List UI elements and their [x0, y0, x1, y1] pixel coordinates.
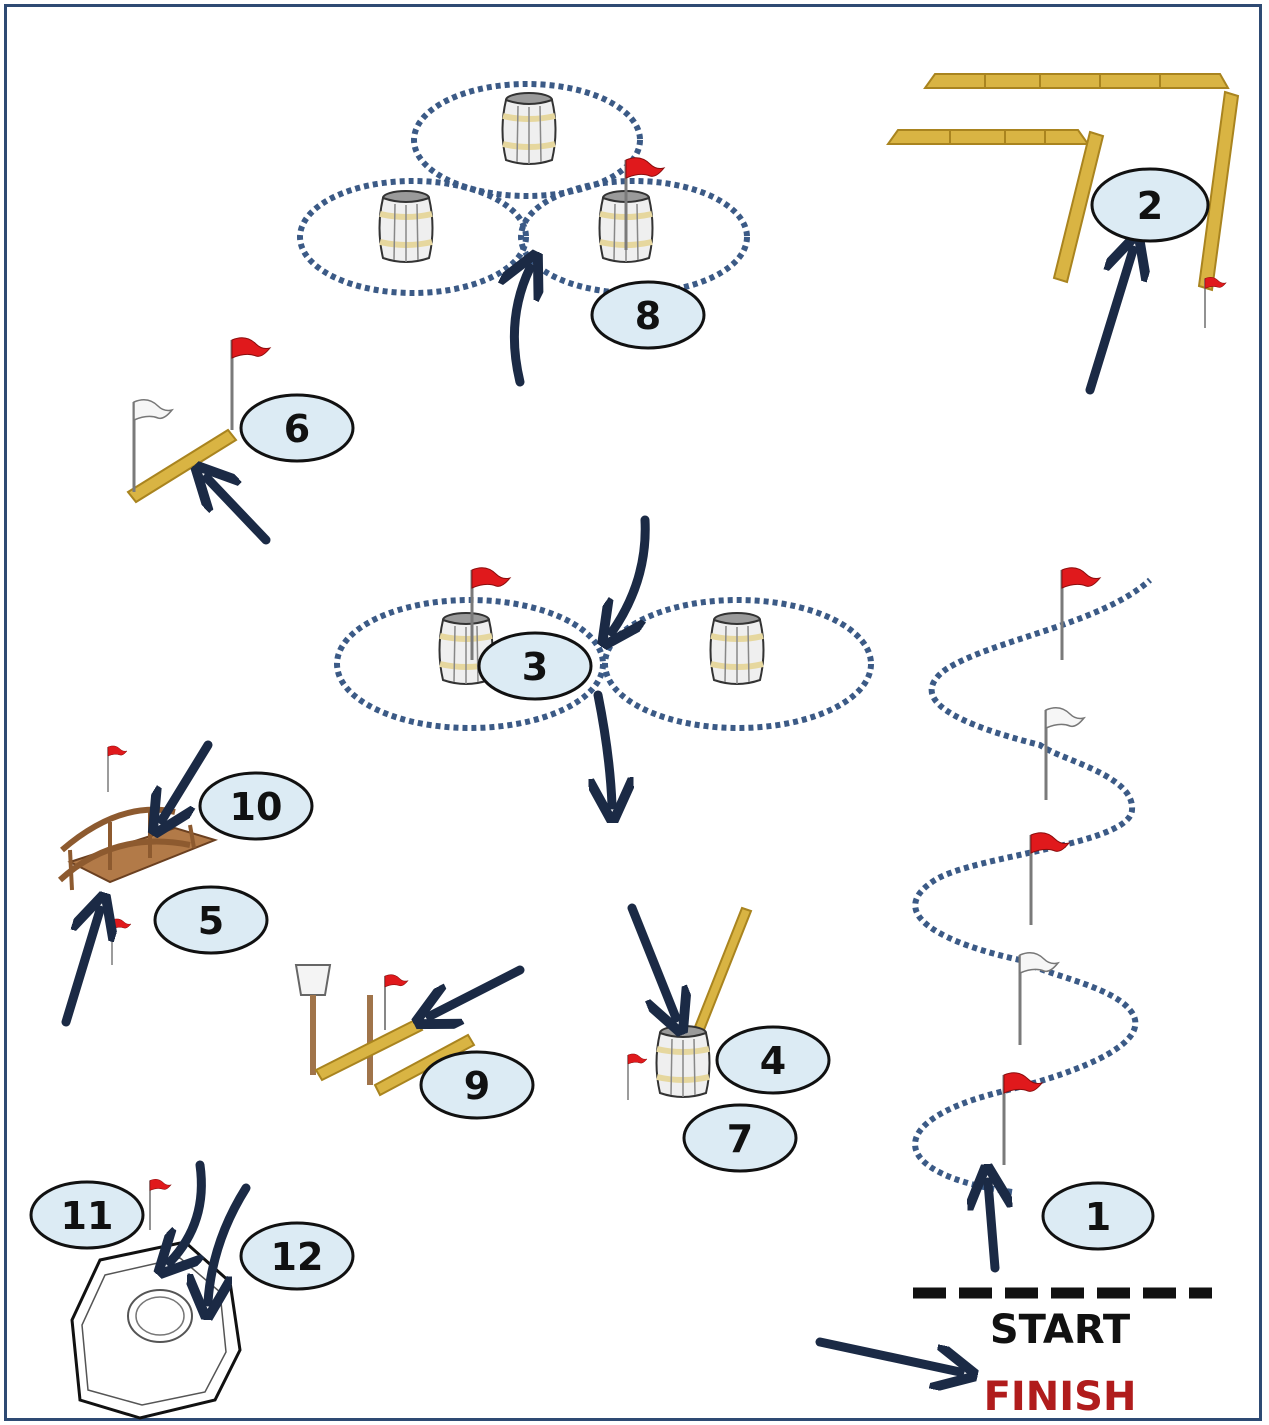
red-flag	[1002, 1071, 1044, 1167]
barrel	[380, 191, 433, 262]
red-flag	[107, 745, 128, 793]
marker-9: 9	[419, 1050, 535, 1120]
obstacle-pole-6	[126, 336, 272, 504]
marker-6: 6	[239, 393, 355, 463]
arrow	[988, 1182, 995, 1273]
red-flag	[111, 918, 132, 966]
marker-10: 10	[198, 771, 314, 841]
course-frame	[4, 4, 1262, 1421]
obstacle-gate-9	[294, 964, 476, 1097]
white-flag	[1018, 951, 1060, 1047]
svg-text:11: 11	[61, 1194, 114, 1238]
obstacle-barrels-8	[297, 81, 750, 296]
svg-text:4: 4	[760, 1039, 786, 1083]
svg-text:9: 9	[464, 1064, 490, 1108]
red-flag	[149, 1178, 172, 1231]
marker-4: 4	[715, 1025, 831, 1095]
svg-text:8: 8	[635, 294, 661, 338]
svg-text:3: 3	[522, 645, 548, 689]
finish-arrow	[815, 1337, 960, 1372]
red-flag	[1204, 276, 1227, 329]
red-flag	[1029, 831, 1071, 927]
arrow	[1085, 250, 1133, 395]
arrow	[207, 478, 271, 545]
route-arrows	[61, 250, 1133, 1372]
marker-11: 11	[29, 1180, 145, 1250]
marker-3: 3	[477, 631, 593, 701]
arrow	[162, 740, 213, 820]
barrel	[657, 1026, 710, 1097]
marker-7: 7	[682, 1103, 798, 1173]
svg-text:12: 12	[271, 1235, 324, 1279]
svg-text:7: 7	[727, 1117, 753, 1161]
marker-1: 1	[1041, 1181, 1155, 1251]
arrow	[612, 515, 650, 632]
marker-5: 5	[153, 885, 269, 955]
obstacle-corridor-2	[886, 73, 1240, 329]
white-flag	[1044, 706, 1086, 802]
svg-text:6: 6	[284, 407, 310, 451]
barrel	[503, 93, 556, 164]
marker-2: 2	[1090, 167, 1210, 243]
svg-text:5: 5	[198, 899, 224, 943]
obstacle-barrels-3	[334, 566, 874, 731]
arrow	[627, 903, 676, 1018]
red-flag	[627, 1053, 648, 1101]
barrel	[711, 613, 764, 684]
svg-text:10: 10	[230, 785, 283, 829]
svg-text:1: 1	[1085, 1195, 1111, 1239]
arrow	[430, 965, 525, 1016]
red-flag	[384, 973, 409, 1031]
finish-label: FINISH	[984, 1374, 1137, 1420]
svg-text:2: 2	[1137, 184, 1163, 228]
start-label: START	[990, 1307, 1131, 1353]
red-flag	[1060, 566, 1102, 662]
arrow	[170, 1160, 206, 1262]
arrow	[61, 910, 100, 1027]
obstacle-slalom-1	[912, 566, 1153, 1195]
marker-12: 12	[239, 1221, 355, 1291]
arrow	[598, 690, 612, 805]
obstacle-barrel-4-7	[627, 906, 753, 1101]
number-markers: 1 2 3 4 5 6 7 8 9 10 11 12	[29, 167, 1210, 1291]
marker-8: 8	[590, 280, 706, 350]
arrow	[208, 1183, 251, 1302]
arrow	[514, 268, 530, 387]
